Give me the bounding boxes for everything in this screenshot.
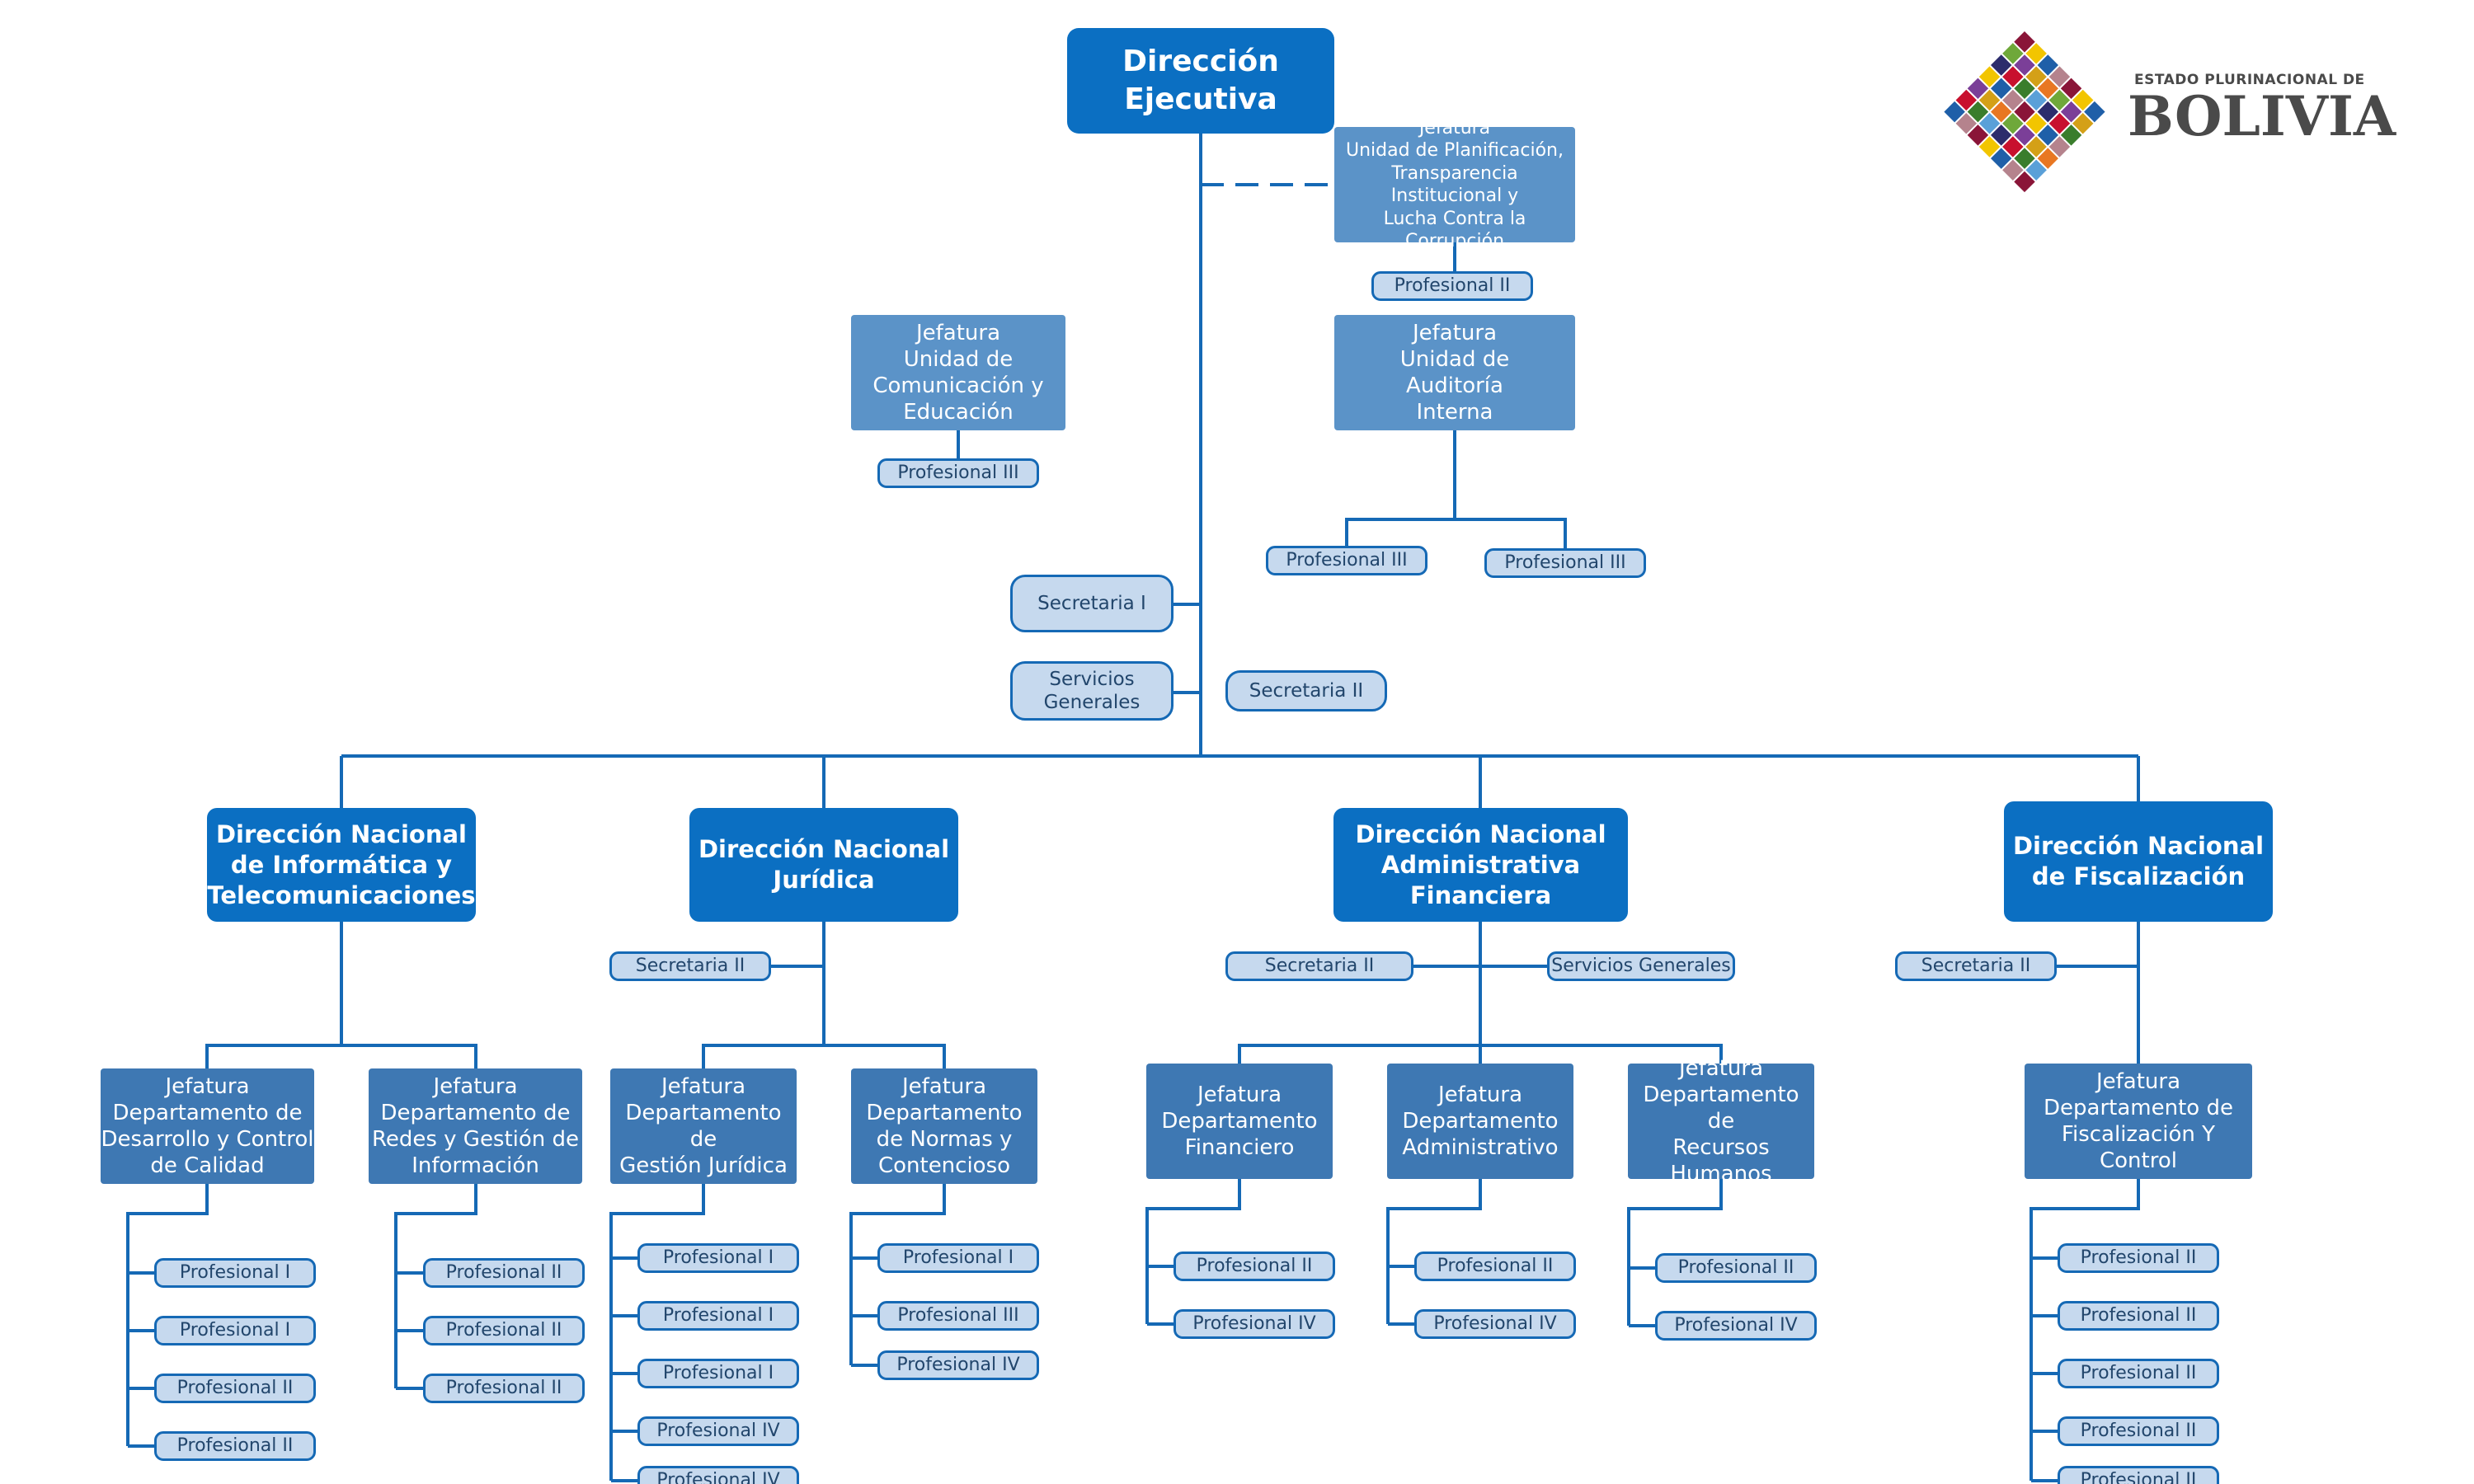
departamento-rrhh-box: Jefatura Departamento de Recursos Humano… bbox=[1628, 1056, 1814, 1186]
profesional-box: Profesional II bbox=[2058, 1359, 2219, 1388]
mosaic-tile bbox=[2037, 148, 2059, 169]
profesional-box: Profesional I bbox=[637, 1301, 799, 1331]
departamento-fiscalizacion-box: Jefatura Departamento de Fiscalización Y… bbox=[2025, 1064, 2252, 1179]
mosaic-tile bbox=[2048, 66, 2071, 87]
unidad-planificacion-box: Jefatura Unidad de Planificación, Transp… bbox=[1334, 118, 1575, 251]
mosaic-tile bbox=[2037, 101, 2059, 123]
direccion-ejecutiva-box: Dirección Ejecutiva bbox=[1067, 28, 1334, 134]
profesional-box: Profesional IV bbox=[1414, 1309, 1576, 1339]
mosaic-tile bbox=[2037, 54, 2059, 76]
departamento-redes-box: Jefatura Departamento de Redes y Gestión… bbox=[369, 1068, 582, 1184]
direccion-informatica-box: Dirección Nacional de Informática y Tele… bbox=[207, 808, 476, 922]
profesional-box: Profesional II bbox=[2058, 1301, 2219, 1331]
mosaic-emblem-icon bbox=[1944, 31, 2105, 193]
profesional-box: Profesional I bbox=[154, 1316, 316, 1345]
profesional-box: Profesional III bbox=[877, 458, 1039, 488]
mosaic-tile bbox=[1978, 113, 2001, 134]
profesional-box: Profesional II bbox=[423, 1374, 585, 1403]
profesional-box: Profesional I bbox=[637, 1243, 799, 1273]
profesional-box: Profesional IV bbox=[637, 1466, 799, 1484]
departamento-desarrollo-box: Jefatura Departamento de Desarrollo y Co… bbox=[101, 1068, 314, 1184]
profesional-box: Profesional IV bbox=[1174, 1309, 1335, 1339]
mosaic-tile bbox=[1990, 77, 2012, 100]
secretaria-box: Secretaria II bbox=[1225, 951, 1413, 981]
profesional-box: Profesional II bbox=[154, 1374, 316, 1403]
mosaic-tile bbox=[2048, 89, 2071, 111]
logo-subtitle: ESTADO PLURINACIONAL DE bbox=[2134, 72, 2365, 88]
profesional-box: Profesional I bbox=[637, 1359, 799, 1388]
direccion-juridica-box: Dirección Nacional Jurídica bbox=[689, 808, 958, 922]
profesional-box: Profesional II bbox=[423, 1316, 585, 1345]
mosaic-tile bbox=[2037, 77, 2059, 100]
unidad-comunicacion-box: Jefatura Unidad de Comunicación y Educac… bbox=[851, 315, 1065, 430]
connector-line bbox=[205, 1044, 477, 1068]
profesional-box: Profesional II bbox=[1414, 1252, 1576, 1281]
direccion-administrativa-box: Dirección Nacional Administrativa Financ… bbox=[1333, 808, 1628, 922]
connector-line bbox=[394, 1184, 477, 1388]
mosaic-tile bbox=[1978, 66, 2001, 87]
direccion-fiscalizacion-box: Dirección Nacional de Fiscalización bbox=[2004, 801, 2273, 922]
profesional-box: Profesional II bbox=[2058, 1416, 2219, 1446]
mosaic-tile bbox=[1978, 89, 2001, 111]
servicios-generales-box: Servicios Generales bbox=[1547, 951, 1735, 981]
profesional-box: Profesional II bbox=[154, 1431, 316, 1461]
departamento-gestion-juridica-box: Jefatura Departamento de Gestión Jurídic… bbox=[610, 1068, 797, 1184]
secretaria-box: Secretaria II bbox=[1225, 670, 1387, 711]
departamento-administrativo-box: Jefatura Departamento Administrativo bbox=[1387, 1064, 1573, 1179]
connector-line bbox=[1627, 1179, 1723, 1326]
profesional-box: Profesional II bbox=[1174, 1252, 1335, 1281]
mosaic-tile bbox=[1990, 101, 2012, 123]
servicios-generales-box: Servicios Generales bbox=[1010, 661, 1174, 721]
profesional-box: Profesional II bbox=[423, 1258, 585, 1288]
connector-line bbox=[1345, 518, 1567, 548]
mosaic-tile bbox=[1978, 136, 2001, 157]
profesional-box: Profesional IV bbox=[1655, 1311, 1817, 1341]
connector-line bbox=[2030, 1179, 2140, 1481]
mosaic-tile bbox=[1990, 124, 2012, 146]
profesional-box: Profesional II bbox=[1371, 271, 1533, 301]
secretaria-box: Secretaria I bbox=[1010, 575, 1174, 632]
mosaic-tile bbox=[2048, 113, 2071, 134]
mosaic-tile bbox=[1990, 54, 2012, 76]
profesional-box: Profesional II bbox=[2058, 1466, 2219, 1484]
logo-title: BOLIVIA bbox=[2128, 84, 2396, 148]
profesional-box: Profesional II bbox=[2058, 1243, 2219, 1273]
secretaria-box: Secretaria II bbox=[1895, 951, 2057, 981]
connector-line bbox=[609, 1184, 705, 1481]
profesional-box: Profesional IV bbox=[637, 1416, 799, 1446]
connector-line bbox=[702, 1044, 946, 1068]
mosaic-tile bbox=[2048, 136, 2071, 157]
bolivia-logo: ESTADO PLURINACIONAL DE BOLIVIA bbox=[1930, 21, 2396, 202]
secretaria-box: Secretaria II bbox=[609, 951, 771, 981]
departamento-normas-box: Jefatura Departamento de Normas y Conten… bbox=[851, 1068, 1037, 1184]
connector-line bbox=[126, 1184, 209, 1446]
profesional-box: Profesional I bbox=[877, 1243, 1039, 1273]
connector-line bbox=[849, 1184, 946, 1365]
profesional-box: Profesional IV bbox=[877, 1350, 1039, 1380]
profesional-box: Profesional III bbox=[1266, 546, 1427, 575]
profesional-box: Profesional III bbox=[877, 1301, 1039, 1331]
unidad-auditoria-box: Jefatura Unidad de Auditoría Interna bbox=[1334, 315, 1575, 430]
profesional-box: Profesional III bbox=[1484, 548, 1646, 578]
departamento-financiero-box: Jefatura Departamento Financiero bbox=[1146, 1064, 1333, 1179]
profesional-box: Profesional II bbox=[1655, 1253, 1817, 1283]
mosaic-tile bbox=[1990, 148, 2012, 169]
mosaic-tile bbox=[2037, 124, 2059, 146]
profesional-box: Profesional I bbox=[154, 1258, 316, 1288]
